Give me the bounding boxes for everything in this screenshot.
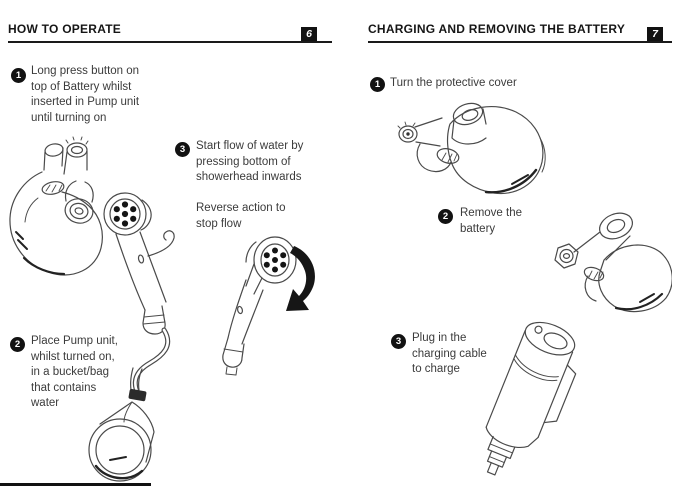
showerhead-with-hook-illustration (96, 192, 200, 342)
pump-unit-icon (9, 136, 103, 276)
right-page-title: CHARGING AND REMOVING THE BATTERY (368, 22, 626, 36)
pump-unit-in-water-illustration (84, 366, 179, 486)
left-step-3-text: Start flow of water by pressing bottom o… (196, 140, 304, 230)
battery-charging-cable-illustration (468, 310, 584, 486)
left-header-rule (8, 41, 332, 43)
showerhead-face-rotate-illustration (206, 228, 318, 376)
hose-icon (132, 327, 171, 397)
hose-illustration (108, 326, 200, 404)
pump-cover-icon (397, 102, 546, 195)
showerhead-face-icon (222, 236, 315, 376)
left-step-2-text: Place Pump unit, whilst turned on, in a … (31, 335, 118, 409)
right-page-number: 7 (647, 27, 663, 42)
right-step-3-badge: 3 (391, 334, 406, 349)
pump-unit-with-battery-illustration (4, 136, 112, 290)
right-step-1-badge: 1 (370, 77, 385, 92)
left-step-3-badge: 3 (175, 142, 190, 157)
right-step-1-text: Turn the protective cover (390, 77, 517, 89)
footer-bar (0, 483, 151, 486)
showerhead-icon (103, 192, 175, 335)
battery-removal-icon (554, 212, 672, 313)
right-step-3-text: Plug in the charging cable to charge (412, 332, 487, 375)
left-step-1-badge: 1 (11, 68, 26, 83)
left-step-1-text: Long press button on top of Battery whil… (31, 65, 140, 124)
pump-unit-protective-cover-illustration (394, 94, 550, 200)
right-step-2-badge: 2 (438, 209, 453, 224)
right-step-2-text: Remove the battery (460, 207, 523, 235)
left-step-2-badge: 2 (10, 337, 25, 352)
left-page-number: 6 (301, 27, 317, 42)
right-header-rule (368, 41, 672, 43)
pump-in-bucket-icon (88, 367, 155, 482)
battery-charging-icon (485, 321, 577, 476)
left-page-title: HOW TO OPERATE (8, 22, 122, 36)
pump-unit-battery-removed-illustration (536, 204, 672, 314)
